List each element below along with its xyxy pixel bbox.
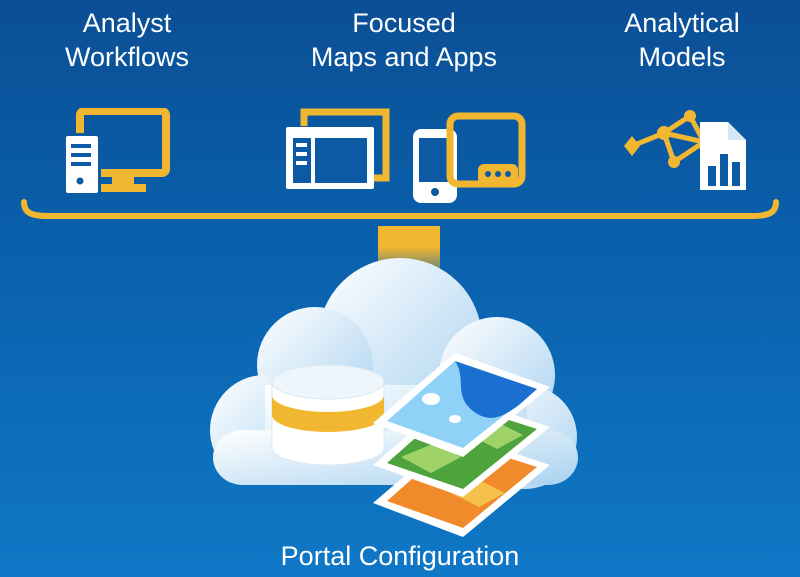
portal-configuration-label: Portal Configuration xyxy=(280,541,520,571)
analytical-models-line1: Analytical xyxy=(624,8,740,38)
tablet-icon xyxy=(446,112,526,188)
bracket-shelf xyxy=(21,199,779,219)
analyst-workflows-line1: Analyst xyxy=(82,8,172,38)
focused-maps-heading: Focused Maps and Apps xyxy=(272,6,536,74)
analytical-models-heading: Analytical Models xyxy=(592,6,772,74)
analyst-workflows-line2: Workflows xyxy=(64,42,190,72)
desktop-app-icon xyxy=(286,108,390,189)
focused-maps-line1: Focused xyxy=(352,8,456,38)
phone-icon xyxy=(413,129,457,203)
desktop-computer-icon xyxy=(63,108,170,195)
cloud-graphic xyxy=(210,258,578,537)
database-icon xyxy=(271,364,385,466)
analyst-workflows-heading: Analyst Workflows xyxy=(38,6,216,74)
network-report-icon xyxy=(624,110,746,190)
analytical-models-line2: Models xyxy=(638,42,726,72)
map-layers-icon xyxy=(373,353,550,537)
focused-maps-line2: Maps and Apps xyxy=(310,42,498,72)
